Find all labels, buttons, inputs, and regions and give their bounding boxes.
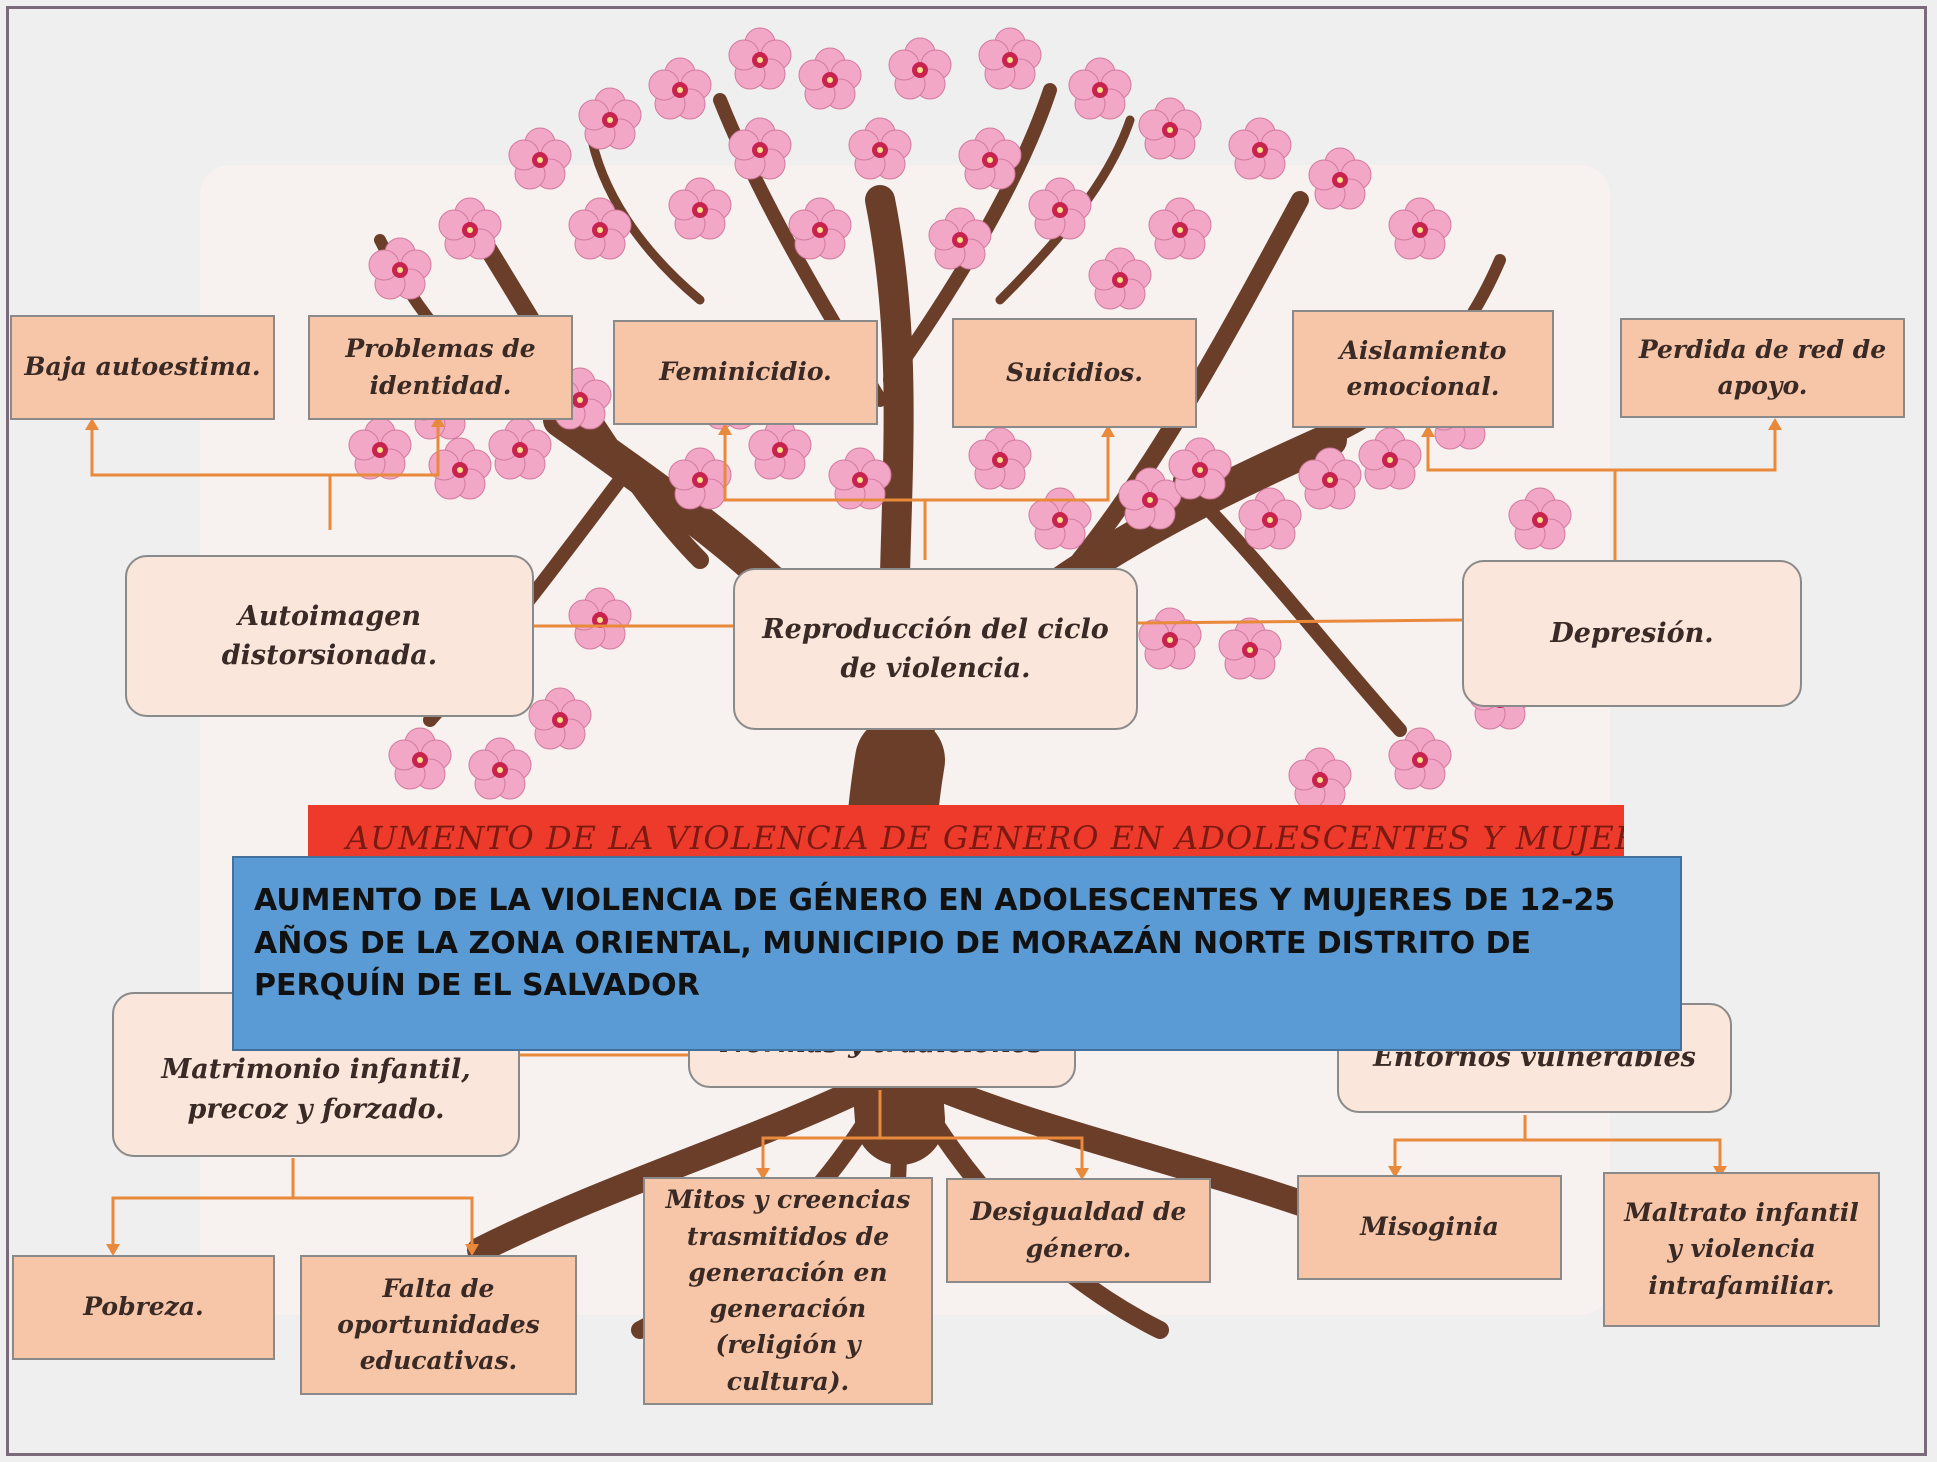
effect-box-suicidios: Suicidios.: [952, 318, 1197, 428]
effect-box-problemas-identidad: Problemas de identidad.: [308, 315, 573, 420]
effect-main-depresion: Depresión.: [1462, 560, 1802, 707]
effect-box-feminicidio: Feminicidio.: [613, 320, 878, 425]
image-frame: [6, 6, 1927, 1456]
effect-main-reproduccion: Reproducción del ciclo de violencia.: [733, 568, 1138, 730]
cause-box-pobreza: Pobreza.: [12, 1255, 275, 1360]
cause-box-mitos: Mitos y creencias trasmitidos de generac…: [643, 1177, 933, 1405]
cause-box-falta-oportunidades: Falta de oportunidades educativas.: [300, 1255, 577, 1395]
problem-statement: AUMENTO DE LA VIOLENCIA DE GÉNERO EN ADO…: [232, 856, 1682, 1051]
effect-box-baja-autoestima: Baja autoestima.: [10, 315, 275, 420]
cause-box-desigualdad: Desigualdad de género.: [946, 1178, 1211, 1283]
cause-box-maltrato: Maltrato infantil y violencia intrafamil…: [1603, 1172, 1880, 1327]
effect-box-aislamiento: Aislamiento emocional.: [1292, 310, 1554, 428]
effect-main-autoimagen: Autoimagen distorsionada.: [125, 555, 534, 717]
cause-box-misoginia: Misoginia: [1297, 1175, 1562, 1280]
effect-box-perdida-red: Perdida de red de apoyo.: [1620, 318, 1905, 418]
